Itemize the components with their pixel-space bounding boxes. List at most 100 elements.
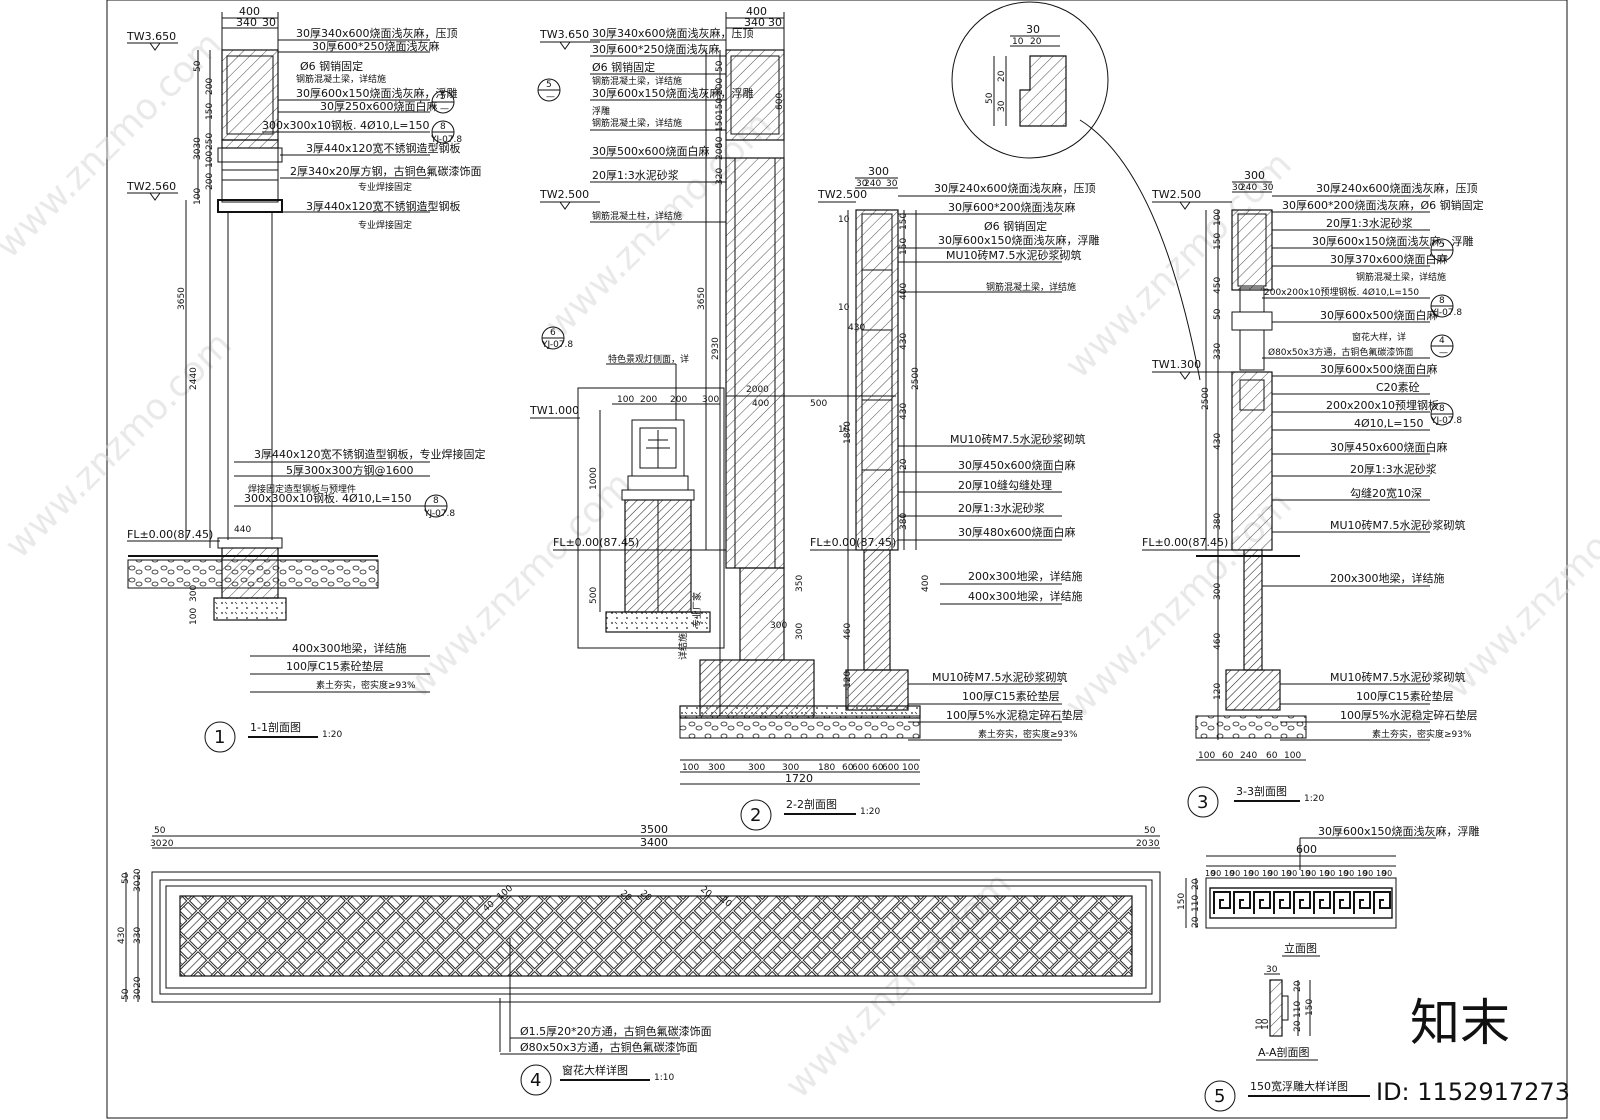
svg-text:240: 240 bbox=[864, 179, 881, 189]
svg-text:TW2.500: TW2.500 bbox=[817, 188, 867, 201]
svg-text:110: 110 bbox=[1293, 1001, 1303, 1018]
svg-text:30: 30 bbox=[1266, 965, 1278, 975]
svg-text:430: 430 bbox=[848, 323, 865, 333]
svg-text:100: 100 bbox=[205, 151, 215, 168]
svg-text:30: 30 bbox=[1148, 839, 1160, 849]
svg-text:5: 5 bbox=[1214, 1086, 1225, 1107]
svg-text:8: 8 bbox=[433, 496, 439, 506]
svg-text:20: 20 bbox=[1191, 878, 1201, 890]
bay-dim: 90 bbox=[1211, 869, 1221, 878]
svg-text:100厚C15素砼垫层: 100厚C15素砼垫层 bbox=[962, 689, 1060, 703]
section-4: 3500 3400 50 30 20 50 20 30 50 20 30 430… bbox=[117, 823, 1161, 1096]
svg-text:30: 30 bbox=[1262, 183, 1274, 193]
svg-text:3: 3 bbox=[1197, 792, 1208, 813]
svg-text:4Ø10,L=150: 4Ø10,L=150 bbox=[1354, 417, 1424, 430]
section-title-1: 1 1-1剖面图 1:20 bbox=[204, 720, 342, 753]
svg-text:专业厂家: 专业厂家 bbox=[691, 592, 703, 628]
svg-text:30: 30 bbox=[133, 988, 143, 1000]
detail-callout[interactable]: 8YJ-07.8 bbox=[423, 494, 455, 519]
section-2: 400 340 30 TW3.650 TW2.500 300 30 240 30… bbox=[529, 5, 1100, 831]
svg-text:100: 100 bbox=[902, 763, 919, 773]
svg-text:120: 120 bbox=[1213, 683, 1223, 700]
svg-text:5厚300x300方钢@1600: 5厚300x300方钢@1600 bbox=[286, 463, 414, 477]
dim: 340 bbox=[236, 16, 257, 29]
bay-dim: 90 bbox=[1287, 869, 1297, 878]
svg-text:300: 300 bbox=[770, 621, 787, 631]
svg-text:10: 10 bbox=[838, 303, 850, 313]
svg-text:30厚450x600烧面白麻: 30厚450x600烧面白麻 bbox=[1330, 440, 1448, 454]
svg-text:30: 30 bbox=[1232, 183, 1244, 193]
svg-text:窗花大样，详: 窗花大样，详 bbox=[1352, 331, 1406, 343]
svg-text:150: 150 bbox=[1305, 999, 1315, 1016]
svg-text:FL±0.00(87.45): FL±0.00(87.45) bbox=[810, 536, 896, 549]
svg-text:20: 20 bbox=[133, 976, 143, 988]
svg-text:20厚1:3水泥砂浆: 20厚1:3水泥砂浆 bbox=[592, 168, 679, 182]
svg-text:8: 8 bbox=[1439, 296, 1445, 306]
svg-text:FL±0.00(87.45): FL±0.00(87.45) bbox=[1142, 536, 1228, 549]
svg-text:150: 150 bbox=[1213, 233, 1223, 250]
svg-text:2930: 2930 bbox=[711, 337, 721, 360]
svg-text:60: 60 bbox=[872, 763, 884, 773]
bay-dim: 10 bbox=[1357, 869, 1367, 878]
svg-text:6: 6 bbox=[550, 328, 556, 338]
svg-text:5: 5 bbox=[1439, 240, 1445, 250]
detail-callout[interactable]: 5— bbox=[537, 78, 561, 102]
svg-text:30: 30 bbox=[768, 16, 782, 29]
svg-text:30: 30 bbox=[1026, 23, 1040, 36]
svg-text:30: 30 bbox=[133, 880, 143, 892]
detail-callout[interactable]: 8YJ-07.8 bbox=[430, 120, 462, 145]
svg-text:100: 100 bbox=[617, 395, 634, 405]
svg-text:1: 1 bbox=[214, 727, 225, 748]
svg-text:340: 340 bbox=[744, 16, 765, 29]
svg-text:300: 300 bbox=[1213, 583, 1223, 600]
svg-text:150: 150 bbox=[715, 98, 725, 115]
detail-circle: 30 10 20 20 30 50 bbox=[951, 1, 1201, 381]
svg-text:100厚C15素砼垫层: 100厚C15素砼垫层 bbox=[286, 659, 384, 673]
svg-text:焊接固定造型钢板与预埋件: 焊接固定造型钢板与预埋件 bbox=[248, 483, 356, 495]
svg-text:钢筋混凝土梁，详结施: 钢筋混凝土梁，详结施 bbox=[296, 73, 386, 85]
dim: 30 bbox=[262, 16, 276, 29]
detail-callout[interactable]: 8YJ-07.8 bbox=[1430, 294, 1462, 318]
bay-dim: 90 bbox=[1230, 869, 1240, 878]
svg-text:300: 300 bbox=[868, 165, 889, 178]
bay-dim: 10 bbox=[1319, 869, 1329, 878]
detail-callout[interactable]: 4— bbox=[1430, 334, 1454, 358]
svg-text:100: 100 bbox=[1213, 209, 1223, 226]
svg-text:400: 400 bbox=[752, 399, 769, 409]
svg-text:20厚1:3水泥砂浆: 20厚1:3水泥砂浆 bbox=[958, 501, 1045, 515]
svg-text:10: 10 bbox=[1261, 1018, 1271, 1030]
svg-text:150: 150 bbox=[715, 115, 725, 132]
svg-text:2440: 2440 bbox=[189, 367, 199, 390]
svg-text:专业焊接固定: 专业焊接固定 bbox=[358, 181, 412, 193]
svg-text:—: — bbox=[440, 104, 449, 114]
svg-text:330: 330 bbox=[133, 927, 143, 944]
detail-callout[interactable]: 5— bbox=[1430, 238, 1454, 262]
svg-text:20: 20 bbox=[997, 70, 1007, 82]
detail-callout[interactable]: 5— bbox=[431, 90, 455, 114]
bay-dim: 10 bbox=[1376, 869, 1386, 878]
svg-text:100: 100 bbox=[189, 608, 199, 625]
svg-text:60: 60 bbox=[1222, 751, 1234, 761]
svg-text:200: 200 bbox=[715, 78, 725, 95]
detail-callout[interactable]: 6YJ-07.8 bbox=[541, 326, 573, 350]
svg-text:460: 460 bbox=[843, 623, 853, 640]
svg-text:300: 300 bbox=[189, 585, 199, 602]
svg-text:—: — bbox=[1439, 348, 1448, 358]
svg-text:400: 400 bbox=[746, 5, 767, 18]
detail-callout[interactable]: 8YJ-07.8 bbox=[1430, 402, 1462, 426]
svg-text:30厚600x150烧面浅灰麻，浮雕: 30厚600x150烧面浅灰麻，浮雕 bbox=[938, 233, 1100, 247]
svg-text:Ø1.5厚20*20方通，古铜色氟碳漆饰面: Ø1.5厚20*20方通，古铜色氟碳漆饰面 bbox=[520, 1024, 712, 1038]
svg-text:YJ-07.8: YJ-07.8 bbox=[541, 340, 573, 350]
section-title-4: 4 窗花大样详图 1:10 bbox=[520, 1063, 674, 1096]
svg-text:30厚600x150烧面浅灰麻，浮雕: 30厚600x150烧面浅灰麻，浮雕 bbox=[1312, 234, 1474, 248]
watermark-logo: 知末 bbox=[1410, 994, 1510, 1052]
svg-text:20: 20 bbox=[1293, 980, 1303, 992]
svg-text:勾缝20宽10深: 勾缝20宽10深 bbox=[1350, 486, 1422, 500]
svg-text:150: 150 bbox=[205, 103, 215, 120]
svg-text:20: 20 bbox=[1293, 1020, 1303, 1032]
svg-text:www.znzmo.com: www.znzmo.com bbox=[1437, 464, 1600, 706]
svg-text:MU10砖M7.5水泥砂浆砌筑: MU10砖M7.5水泥砂浆砌筑 bbox=[946, 248, 1082, 262]
svg-text:100: 100 bbox=[682, 763, 699, 773]
svg-text:TW3.650: TW3.650 bbox=[539, 28, 589, 41]
svg-text:300: 300 bbox=[1244, 169, 1265, 182]
